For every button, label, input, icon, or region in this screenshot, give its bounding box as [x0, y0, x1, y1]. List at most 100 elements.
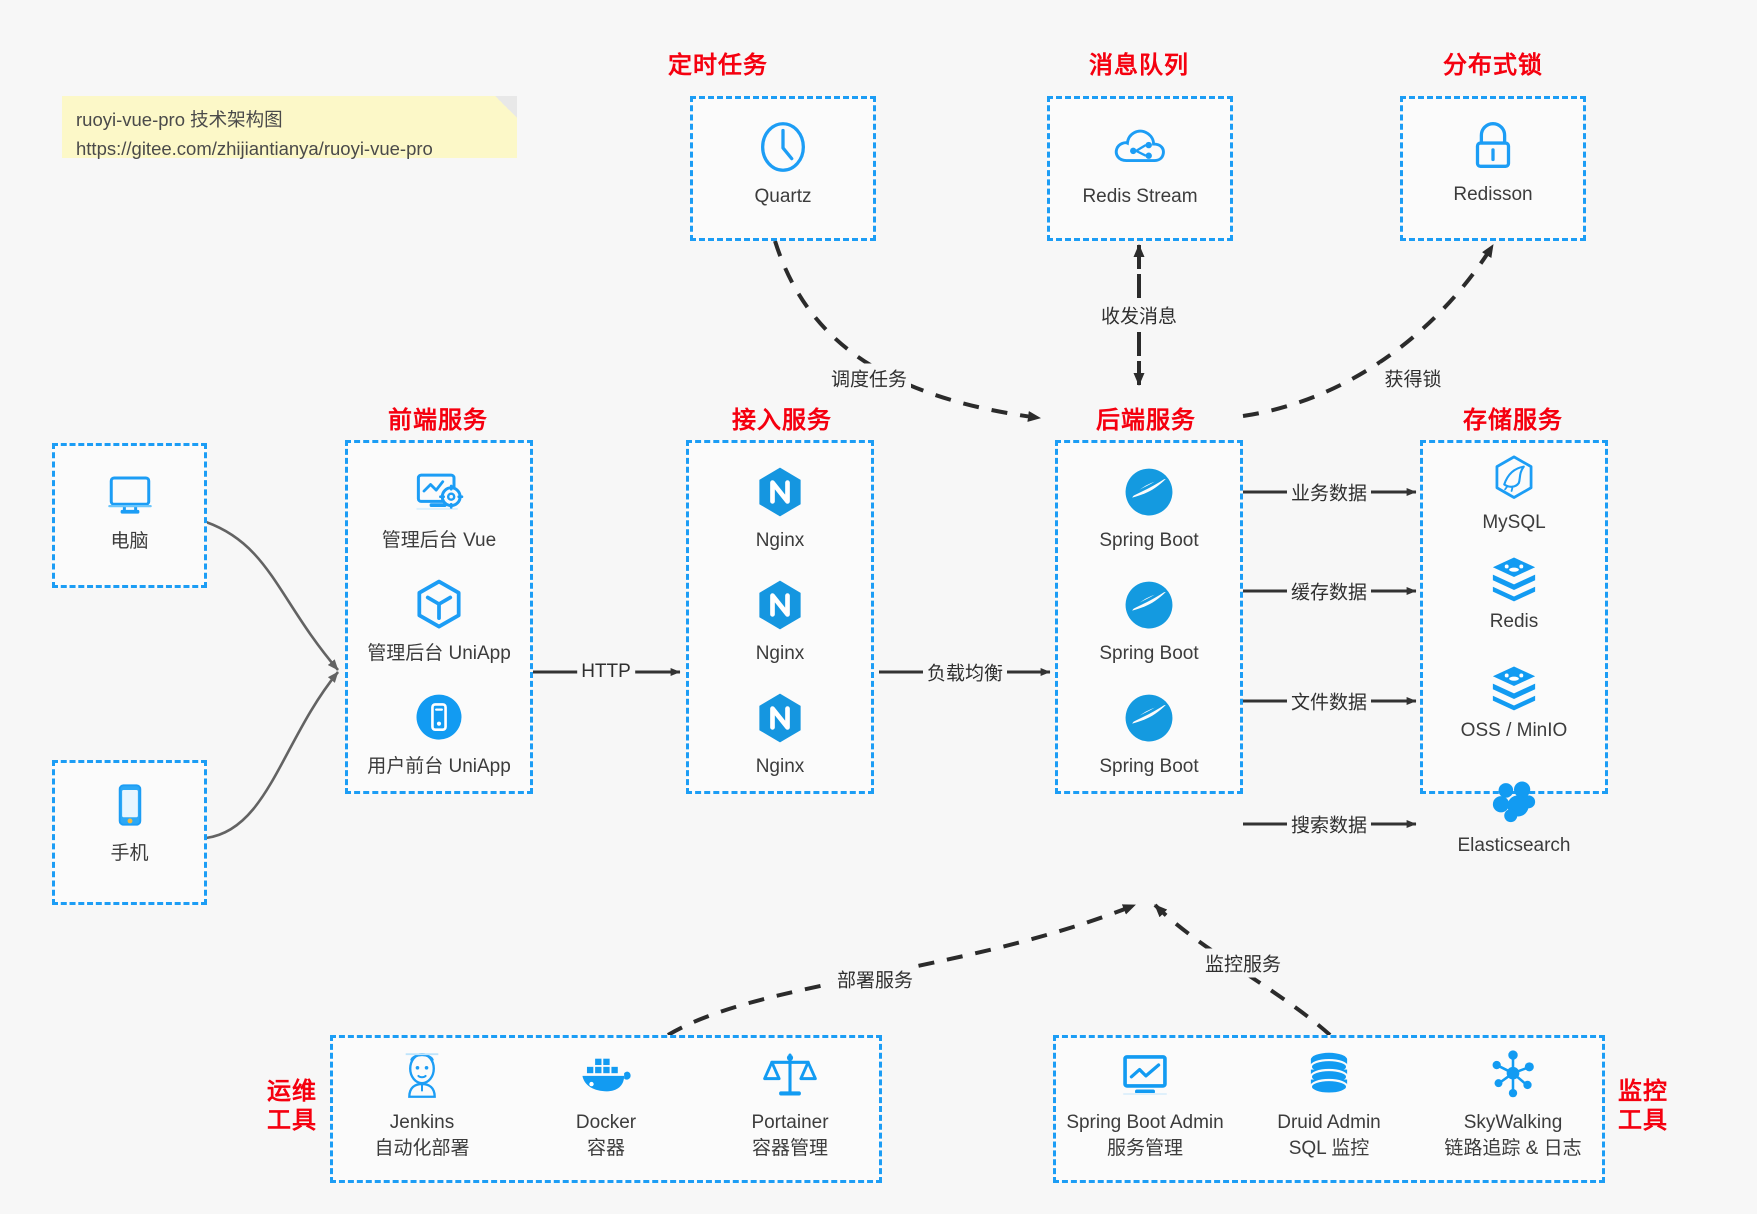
spring-boot-leaf-icon	[1125, 694, 1173, 742]
node-redis-stream[interactable]: Redis Stream	[1047, 116, 1233, 210]
node-sublabel: SQL 监控	[1288, 1137, 1370, 1159]
node-label: Redisson	[1453, 184, 1533, 205]
lock-icon	[1475, 122, 1511, 168]
monitor-chart-icon	[1123, 1055, 1167, 1096]
node-label: OSS / MinIO	[1460, 720, 1568, 741]
node-admin-vue[interactable]: 管理后台 Vue	[345, 462, 533, 554]
node-nginx-3[interactable]: Nginx	[686, 688, 874, 780]
node-desktop[interactable]: 电脑	[52, 463, 207, 555]
node-spring-boot-admin[interactable]: Spring Boot Admin 服务管理	[1053, 1046, 1237, 1161]
skywalking-node-icon	[1492, 1050, 1534, 1098]
node-label: 管理后台 Vue	[381, 530, 497, 551]
docker-whale-icon	[582, 1058, 631, 1092]
node-mobile[interactable]: 手机	[52, 775, 207, 867]
node-oss-minio[interactable]: OSS / MinIO	[1420, 660, 1608, 744]
node-sublabel: 链路追踪 & 日志	[1444, 1137, 1582, 1159]
box-scheduled-task[interactable]	[690, 96, 876, 241]
node-spring-boot-3[interactable]: Spring Boot	[1055, 688, 1243, 780]
mobile-phone-icon	[118, 784, 141, 826]
node-label: Spring Boot	[1099, 756, 1199, 777]
caption-devops: 运维 工具	[262, 1078, 322, 1136]
nginx-icon	[759, 580, 801, 630]
box-client-mobile[interactable]	[52, 760, 207, 905]
caption-devops-line1: 运维	[267, 1078, 317, 1105]
node-admin-uniapp[interactable]: 管理后台 UniApp	[345, 575, 533, 667]
node-quartz[interactable]: Quartz	[690, 116, 876, 210]
caption-frontend: 前端服务	[388, 407, 488, 434]
node-nginx-2[interactable]: Nginx	[686, 575, 874, 667]
caption-monitor-line1: 监控	[1618, 1078, 1668, 1105]
node-label: Portainer	[751, 1112, 829, 1133]
cloud-stream-icon	[1114, 129, 1165, 163]
caption-monitor: 监控 工具	[1613, 1078, 1673, 1136]
caption-scheduled-task: 定时任务	[668, 52, 768, 79]
node-sublabel: 容器	[586, 1137, 625, 1159]
edge-label-business-data: 业务数据	[1286, 477, 1372, 507]
spring-boot-leaf-icon	[1125, 468, 1173, 516]
edge-label-search-data: 搜索数据	[1286, 809, 1372, 839]
box-message-queue[interactable]	[1047, 96, 1233, 241]
box-storage[interactable]	[1420, 440, 1608, 794]
node-nginx-1[interactable]: Nginx	[686, 462, 874, 554]
diagram-note: ruoyi-vue-pro 技术架构图 https://gitee.com/zh…	[62, 96, 517, 159]
node-label: Druid Admin	[1277, 1112, 1381, 1133]
nginx-icon	[759, 693, 801, 743]
node-portainer[interactable]: Portainer 容器管理	[698, 1046, 882, 1161]
caption-gateway: 接入服务	[732, 407, 832, 434]
node-docker[interactable]: Docker 容器	[514, 1046, 698, 1161]
node-label: Jenkins	[389, 1112, 455, 1133]
edge-label-cache-data: 缓存数据	[1286, 576, 1372, 606]
mobile-app-circle-icon	[416, 694, 462, 740]
caption-backend: 后端服务	[1096, 407, 1196, 434]
node-spring-boot-2[interactable]: Spring Boot	[1055, 575, 1243, 667]
edge-label-monitor-service: 监控服务	[1200, 948, 1286, 978]
edge-label-file-data: 文件数据	[1286, 686, 1372, 716]
nginx-icon	[759, 467, 801, 517]
elasticsearch-icon	[1492, 781, 1536, 823]
caption-distributed-lock: 分布式锁	[1443, 52, 1543, 79]
object-storage-stack-icon	[1492, 666, 1536, 711]
edge-label-http: HTTP	[577, 660, 635, 684]
mysql-dolphin-icon	[1495, 455, 1533, 499]
node-redisson[interactable]: Redisson	[1400, 114, 1586, 208]
node-label: Redis Stream	[1082, 186, 1198, 207]
portainer-scales-icon	[763, 1053, 817, 1096]
node-druid-admin[interactable]: Druid Admin SQL 监控	[1237, 1046, 1421, 1161]
box-client-desktop[interactable]	[52, 443, 207, 588]
node-label: Quartz	[754, 186, 812, 207]
caption-monitor-line2: 工具	[1618, 1106, 1668, 1134]
spring-boot-leaf-icon	[1125, 581, 1173, 629]
node-label: Redis	[1489, 611, 1539, 632]
node-user-uniapp[interactable]: 用户前台 UniApp	[345, 688, 533, 780]
node-mysql[interactable]: MySQL	[1420, 452, 1608, 536]
edge-label-acquire-lock: 获得锁	[1380, 363, 1446, 393]
node-label: 电脑	[110, 531, 149, 552]
node-skywalking[interactable]: SkyWalking 链路追踪 & 日志	[1421, 1046, 1605, 1161]
node-label: Spring Boot Admin	[1066, 1112, 1224, 1133]
node-elasticsearch[interactable]: Elasticsearch	[1420, 775, 1608, 859]
node-label: Spring Boot	[1099, 643, 1199, 664]
node-redis[interactable]: Redis	[1420, 551, 1608, 635]
node-sublabel: 自动化部署	[374, 1137, 470, 1159]
redis-stack-icon	[1492, 557, 1536, 602]
database-cylinder-icon	[1309, 1052, 1349, 1095]
node-label: 手机	[110, 843, 149, 864]
node-label: 用户前台 UniApp	[367, 756, 511, 777]
node-sublabel: 服务管理	[1106, 1137, 1183, 1159]
box-distributed-lock[interactable]	[1400, 96, 1586, 241]
node-label: SkyWalking	[1463, 1112, 1563, 1133]
caption-message-queue: 消息队列	[1089, 52, 1189, 79]
note-url: https://gitee.com/zhijiantianya/ruoyi-vu…	[76, 137, 433, 159]
node-jenkins[interactable]: Jenkins 自动化部署	[330, 1046, 514, 1161]
desktop-monitor-icon	[107, 476, 152, 514]
edge-label-load-balance: 负载均衡	[922, 657, 1008, 687]
node-label: Spring Boot	[1099, 530, 1199, 551]
node-spring-boot-1[interactable]: Spring Boot	[1055, 462, 1243, 554]
edge-label-deploy-service: 部署服务	[832, 964, 918, 994]
edge-label-schedule-task: 调度任务	[826, 363, 912, 393]
edge-label-send-receive-message: 收发消息	[1096, 300, 1182, 330]
note-fold-corner	[495, 96, 517, 118]
node-label: 管理后台 UniApp	[367, 643, 511, 664]
node-label: Elasticsearch	[1457, 835, 1571, 856]
